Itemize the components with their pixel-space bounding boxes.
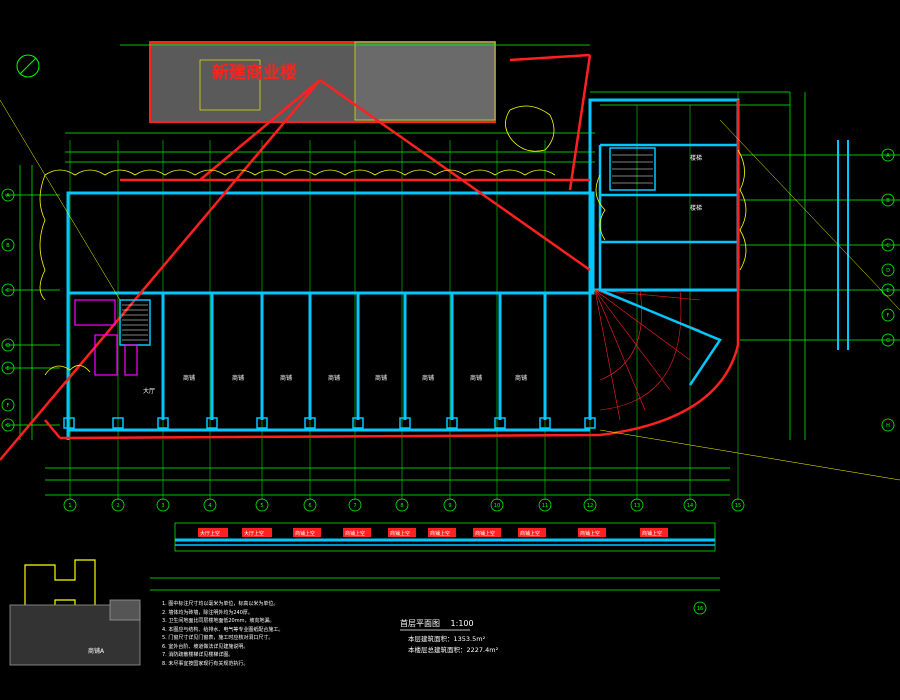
note-line: 4. 本图应与结构、给排水、电气等专业图纸配合施工。: [162, 626, 284, 633]
svg-text:5: 5: [260, 503, 263, 509]
svg-text:商铺上空: 商铺上空: [345, 530, 365, 537]
dimension-lines-bottom: [45, 467, 730, 496]
red-outline: [0, 53, 740, 461]
svg-text:商铺上空: 商铺上空: [642, 530, 662, 537]
svg-text:H: H: [886, 423, 890, 429]
svg-text:商铺: 商铺: [515, 374, 527, 382]
side-section: [837, 140, 849, 350]
svg-text:商铺上空: 商铺上空: [390, 530, 410, 537]
svg-text:商铺上空: 商铺上空: [475, 530, 495, 537]
svg-text:D: D: [6, 343, 10, 349]
planting-outlines: [39, 105, 747, 376]
svg-text:6: 6: [308, 503, 311, 509]
svg-text:商铺: 商铺: [280, 374, 292, 382]
right-stair: [609, 147, 656, 191]
keyplan-label: 商铺A: [88, 648, 105, 655]
drawing-title: 首层平面图: [400, 619, 440, 628]
svg-text:A: A: [6, 193, 10, 199]
svg-text:14: 14: [687, 503, 693, 509]
note-line: 2. 墙体均为砖墙，除注明外均为240厚。: [162, 609, 253, 616]
svg-text:商铺上空: 商铺上空: [295, 530, 315, 537]
svg-text:大厅上空: 大厅上空: [200, 530, 220, 537]
area-summary: 本层建筑面积：1353.5m² 本楼层总建筑面积：2227.4m²: [408, 634, 498, 656]
svg-text:商铺: 商铺: [422, 374, 434, 382]
drawing-title-block: 首层平面图 1:100: [400, 618, 474, 629]
svg-text:大厅上空: 大厅上空: [244, 530, 264, 537]
svg-text:E: E: [6, 366, 9, 372]
svg-text:G: G: [886, 338, 890, 344]
grid-bubble-labels-right: A B C D E F G H: [886, 153, 890, 429]
note-line: 8. 未尽事宜按国家现行有关规范执行。: [162, 660, 249, 667]
note-line: 6. 室外台阶、坡道做法详见建施说明。: [162, 643, 249, 650]
area-line-1: 本层建筑面积：1353.5m²: [408, 635, 486, 643]
svg-text:大厅: 大厅: [143, 387, 155, 395]
svg-text:商铺: 商铺: [375, 374, 387, 382]
svg-text:商铺上空: 商铺上空: [430, 530, 450, 537]
guide-lines: [0, 99, 900, 481]
stair-block: [119, 299, 151, 346]
svg-text:B: B: [6, 243, 10, 249]
room-labels: 大厅 商铺 商铺 商铺 商铺 商铺 商铺 商铺 商铺 楼梯 楼梯: [143, 154, 702, 395]
svg-text:F: F: [887, 313, 890, 319]
elevation-strip: [150, 522, 720, 591]
svg-text:商铺: 商铺: [232, 374, 244, 382]
grid-bubbles-right: [881, 148, 895, 432]
svg-text:F: F: [7, 403, 10, 409]
curved-wall: [599, 288, 722, 386]
svg-text:E: E: [886, 288, 889, 294]
building-walls: [66, 98, 740, 440]
svg-text:商铺上空: 商铺上空: [520, 530, 540, 537]
shop-partitions: [161, 290, 592, 420]
svg-text:16: 16: [697, 606, 703, 612]
north-arrow-icon: [16, 54, 40, 78]
note-line: 5. 门窗尺寸详见门窗表，施工时应核对洞口尺寸。: [162, 635, 274, 641]
svg-text:2: 2: [116, 503, 119, 509]
svg-text:9: 9: [448, 503, 451, 509]
right-wing-partitions: [598, 143, 738, 290]
svg-text:商铺: 商铺: [183, 374, 195, 382]
svg-text:13: 13: [634, 503, 640, 509]
svg-text:15: 15: [735, 503, 741, 509]
general-notes: 1. 图中标注尺寸均以毫米为单位，标高以米为单位。 2. 墙体均为砖墙，除注明外…: [162, 600, 392, 668]
svg-text:商铺: 商铺: [328, 374, 340, 382]
svg-text:楼梯: 楼梯: [690, 204, 702, 212]
note-line: 7. 消防疏散楼梯详见楼梯详图。: [162, 652, 234, 658]
svg-text:C: C: [886, 243, 890, 249]
svg-text:8: 8: [400, 503, 403, 509]
svg-text:G: G: [6, 423, 10, 429]
toilet-block: [74, 299, 138, 376]
dimension-lines-right: [740, 92, 900, 440]
grid-bubble-labels-bottom: 1 2 3 4 5 6 7 8 9 10 11 12 13 14 15 16: [68, 503, 741, 612]
svg-text:楼梯: 楼梯: [690, 154, 702, 162]
drawing-scale: 1:100: [450, 619, 474, 628]
svg-text:3: 3: [161, 503, 164, 509]
key-plan: [9, 559, 141, 666]
svg-text:12: 12: [587, 503, 593, 509]
svg-text:D: D: [886, 268, 890, 274]
svg-text:商铺上空: 商铺上空: [580, 530, 600, 537]
grid-bubbles-bottom: [63, 498, 745, 615]
svg-text:C: C: [6, 288, 10, 294]
dimension-lines-top: [65, 44, 790, 163]
svg-text:A: A: [886, 153, 890, 159]
note-line: 3. 卫生间地面比同层楼地面低20mm，坡向地漏。: [162, 618, 275, 624]
banner-text: 新建商业楼: [212, 62, 297, 83]
area-line-2: 本楼层总建筑面积：2227.4m²: [408, 646, 499, 654]
svg-text:7: 7: [353, 503, 356, 509]
note-line: 1. 图中标注尺寸均以毫米为单位，标高以米为单位。: [162, 601, 279, 607]
grid-bubble-labels-left: A B C D E F G: [6, 193, 10, 429]
grid-bubbles-left: [1, 188, 15, 432]
svg-text:11: 11: [542, 503, 548, 509]
svg-text:10: 10: [494, 503, 500, 509]
svg-text:商铺: 商铺: [470, 374, 482, 382]
columns: [63, 417, 596, 429]
svg-text:4: 4: [208, 503, 211, 509]
elevation-labels: 大厅上空 大厅上空 商铺上空 商铺上空 商铺上空 商铺上空 商铺上空 商铺上空 …: [198, 528, 668, 537]
svg-text:B: B: [886, 198, 890, 204]
svg-text:1: 1: [68, 503, 71, 509]
